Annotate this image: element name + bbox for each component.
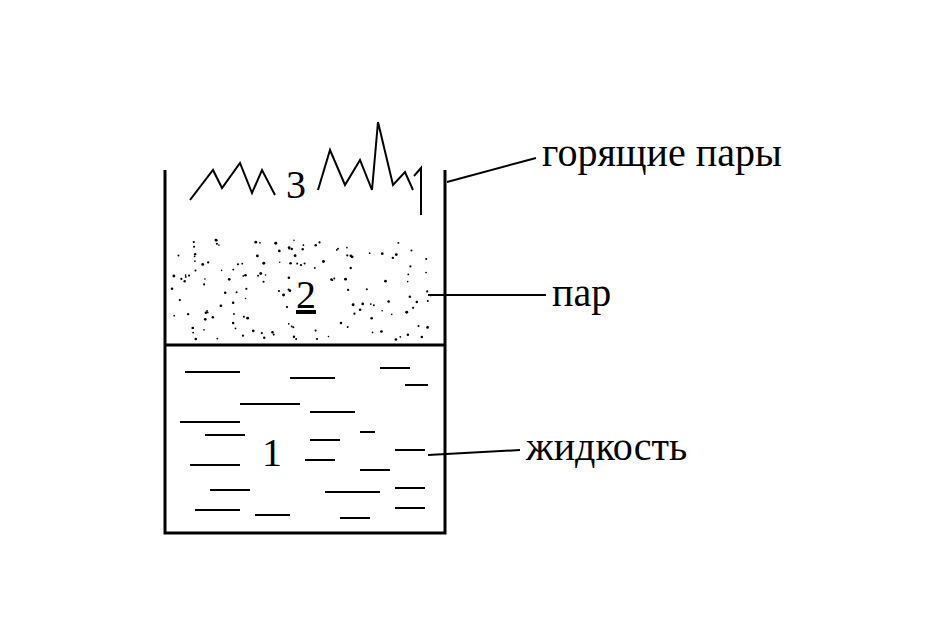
liquid-dashes (180, 368, 428, 518)
callout-number: 3 (286, 165, 306, 205)
liquid-surface (165, 344, 445, 347)
part-label: жидкость (526, 427, 687, 467)
beaker-walls (165, 170, 445, 533)
callout-number: 2 (296, 275, 316, 315)
part-label: горящие пары (542, 133, 782, 173)
vapour-dots (171, 239, 432, 341)
leader-lines (428, 158, 546, 455)
flame-zigzag (190, 122, 421, 215)
callout-number: 1 (262, 433, 282, 473)
part-label: пар (552, 273, 611, 313)
